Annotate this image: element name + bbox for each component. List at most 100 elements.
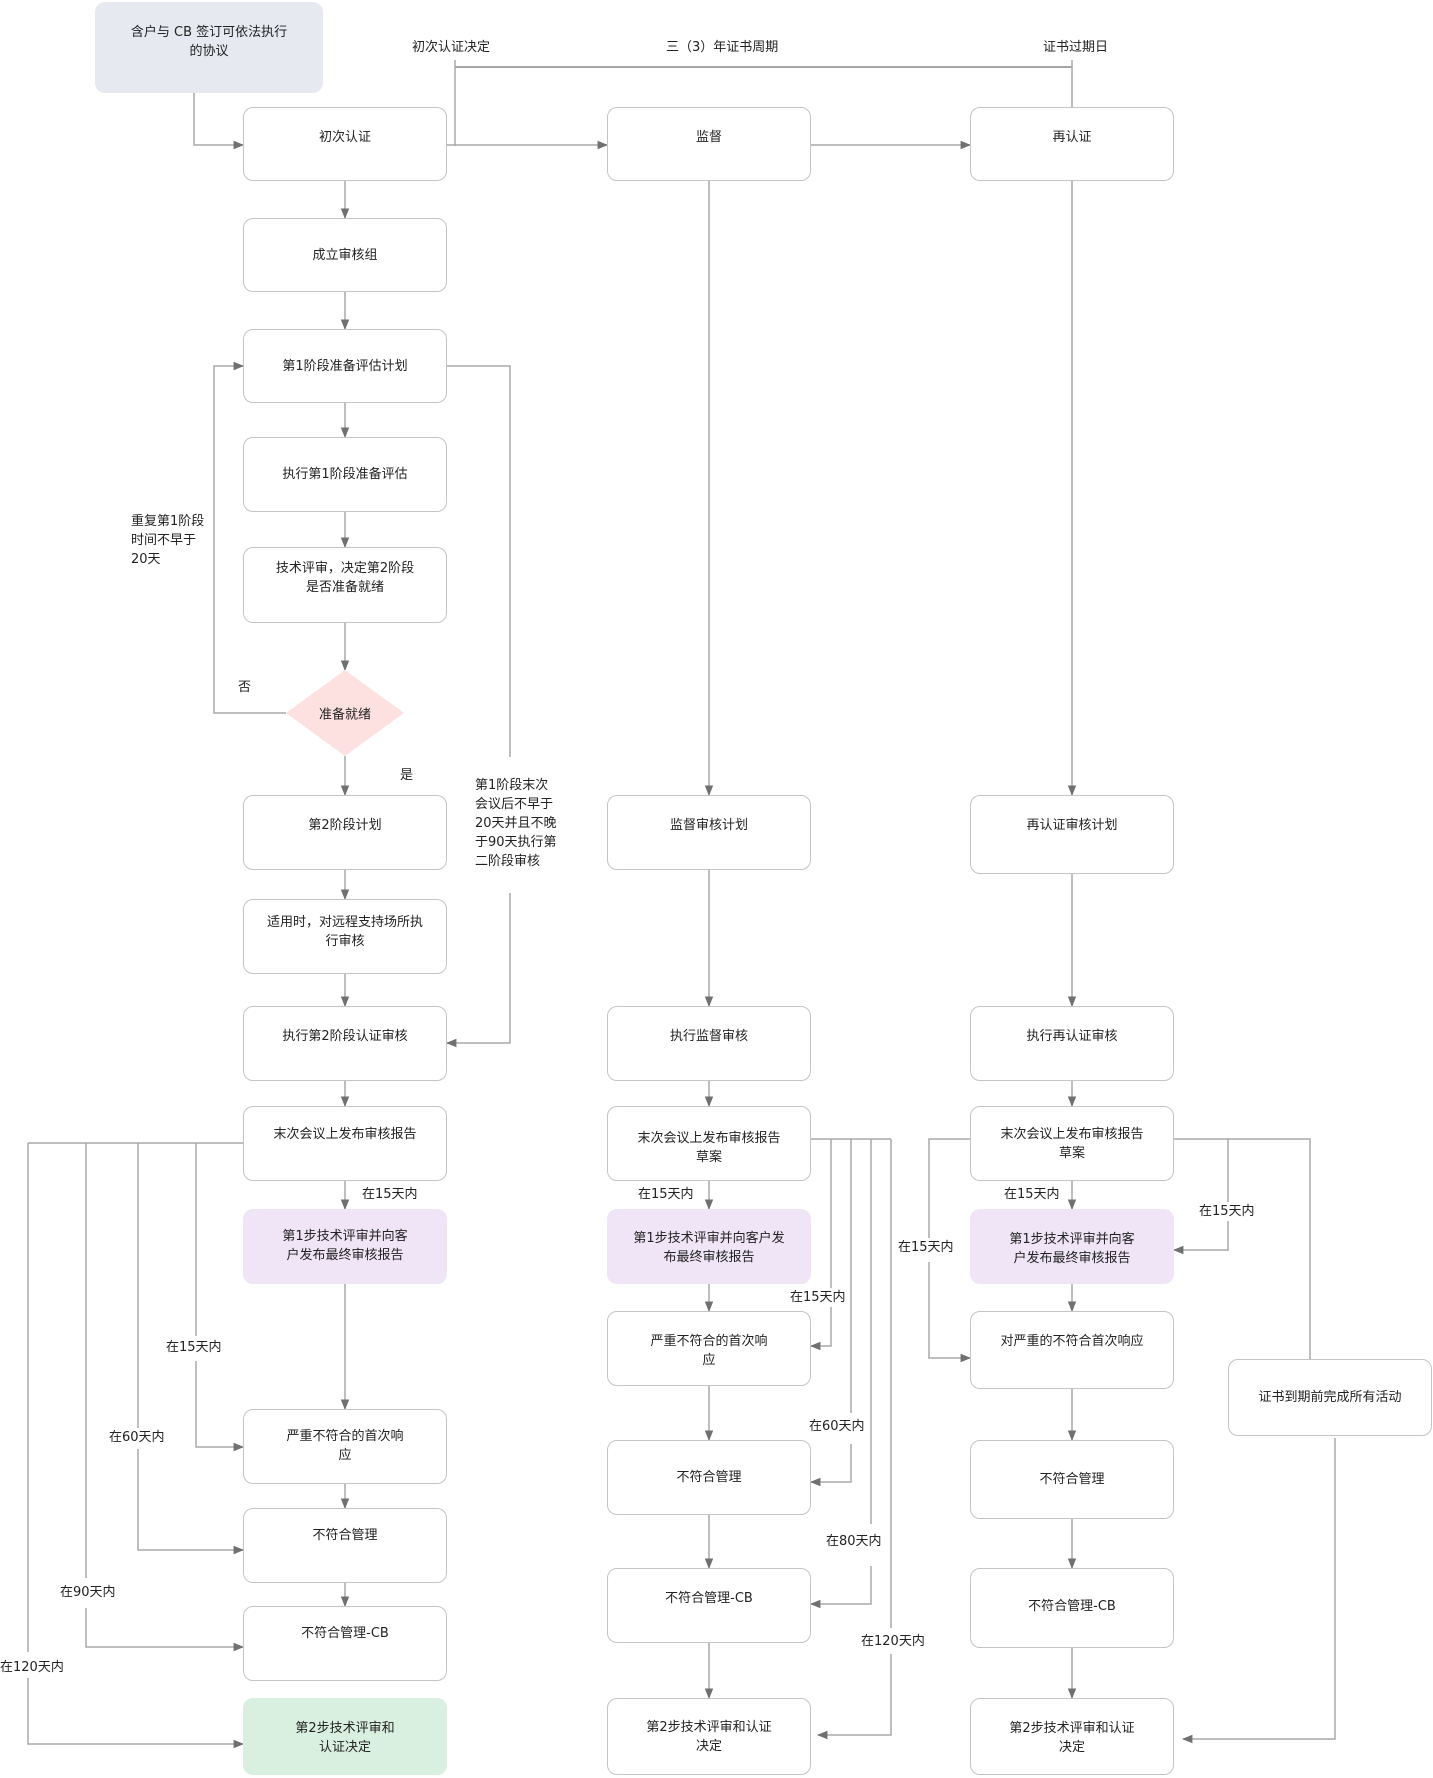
recert-major-nc-node[interactable]: 对严重的不符合首次响应 xyxy=(970,1311,1174,1389)
recert-plan-node[interactable]: 再认证审核计划 xyxy=(970,795,1174,874)
arrow-right-bus xyxy=(1174,1138,1311,1359)
node-text: 末次会议上发布审核报告 草案 xyxy=(1000,1127,1144,1161)
initial-cert-node[interactable]: 初次认证 xyxy=(243,107,447,181)
node-text: 不符合管理-CB xyxy=(665,1591,753,1606)
surveillance-step2-node[interactable]: 第2步技术评审和认证 决定 xyxy=(607,1698,811,1775)
step2-node[interactable]: 第2步技术评审和 认证决定 xyxy=(243,1698,447,1775)
arrow-mid-80b xyxy=(809,1566,872,1609)
closing-meeting-node[interactable]: 末次会议上发布审核报告 xyxy=(243,1106,447,1181)
arrow-right-left15b xyxy=(928,1262,972,1363)
node-text: 监督 xyxy=(695,130,722,145)
node-text: 对严重的不符合首次响应 xyxy=(1000,1334,1144,1349)
recert-nc-cb-node[interactable]: 不符合管理-CB xyxy=(970,1568,1174,1648)
timeline-label-expiry: 证书过期日 xyxy=(1043,40,1109,55)
agreement-node[interactable]: 含户与 CB 签订可依法执行 的协议 xyxy=(95,2,323,93)
node-text: 成立审核组 xyxy=(312,247,378,263)
repeat-stage1-note: 重复第1阶段 时间不早于 20天 xyxy=(131,514,205,567)
node-text: 第1步技术评审并向客 户发布最终审核报告 xyxy=(1009,1232,1135,1266)
major-nc-node[interactable]: 严重不符合的首次响 应 xyxy=(243,1409,447,1484)
surveillance-exec-node[interactable]: 执行监督审核 xyxy=(607,1006,811,1081)
node-text: 第2步技术评审和认证 决定 xyxy=(1009,1721,1135,1755)
nc-cb-node[interactable]: 不符合管理-CB xyxy=(243,1606,447,1681)
mid-within-15-label: 在15天内 xyxy=(638,1187,694,1202)
recert-node[interactable]: 再认证 xyxy=(970,107,1174,181)
arrow-right-left15 xyxy=(928,1138,970,1240)
node-text: 不符合管理-CB xyxy=(301,1626,389,1641)
recert-right-15-label: 在15天内 xyxy=(1199,1202,1255,1221)
surveillance-node[interactable]: 监督 xyxy=(607,107,811,181)
node-text: 执行监督审核 xyxy=(669,1029,748,1044)
node-text: 不符合管理 xyxy=(1039,1472,1105,1487)
recert-exec-node[interactable]: 执行再认证审核 xyxy=(970,1006,1174,1081)
node-text: 不符合管理 xyxy=(312,1528,378,1543)
node-text: 第2阶段计划 xyxy=(308,818,382,833)
node-text: 再认证 xyxy=(1052,130,1092,145)
arrow-left-90b xyxy=(85,1608,245,1652)
no-label: 否 xyxy=(238,680,252,695)
tech-review-node[interactable]: 技术评审，决定第2阶段 是否准备就绪 xyxy=(243,547,447,623)
node-text: 末次会议上发布审核报告 xyxy=(273,1127,417,1142)
node-text: 初次认证 xyxy=(318,130,371,145)
node-text: 第1步技术评审并向客户发 布最终审核报告 xyxy=(633,1231,785,1265)
node-text: 执行再认证审核 xyxy=(1026,1029,1118,1044)
form-team-node[interactable]: 成立审核组 xyxy=(243,218,447,292)
recert-nc-mgmt-node[interactable]: 不符合管理 xyxy=(970,1440,1174,1519)
node-text: 证书到期前完成所有活动 xyxy=(1258,1390,1402,1405)
recert-closing-node[interactable]: 末次会议上发布审核报告 草案 xyxy=(970,1106,1174,1181)
arrow-stage1-stage2 xyxy=(447,365,511,757)
surveillance-nc-cb-node[interactable]: 不符合管理-CB xyxy=(607,1568,811,1643)
stage1-plan-node[interactable]: 第1阶段准备评估计划 xyxy=(243,329,447,403)
left-branch-15-label: 在15天内 xyxy=(166,1338,222,1357)
node-text: 第1阶段准备评估计划 xyxy=(282,358,408,374)
node-text: 执行第1阶段准备评估 xyxy=(282,467,408,482)
node-text: 第2步技术评审和 认证决定 xyxy=(295,1721,395,1755)
nc-mgmt-node[interactable]: 不符合管理 xyxy=(243,1508,447,1583)
arrow-no-loop xyxy=(213,361,286,714)
node-text: 不符合管理 xyxy=(676,1470,742,1485)
left-branch-90-label: 在90天内 xyxy=(60,1583,116,1602)
before-expiry-node[interactable]: 证书到期前完成所有活动 xyxy=(1228,1359,1432,1436)
node-text: 严重不符合的首次响 应 xyxy=(650,1334,768,1368)
node-text: 末次会议上发布审核报告 草案 xyxy=(637,1131,781,1165)
arrow-left-60b xyxy=(137,1449,245,1555)
stage2-plan-node[interactable]: 第2阶段计划 xyxy=(243,795,447,870)
mid-branch-80-label: 在80天内 xyxy=(826,1532,882,1551)
mid-branch-15-label: 在15天内 xyxy=(790,1288,846,1307)
node-text: 不符合管理-CB xyxy=(1028,1599,1116,1614)
stage2-window-note: 第1阶段末次 会议后不早于 20天并且不晚 于90天执行第 二阶段审核 xyxy=(475,776,557,871)
node-text: 第1步技术评审并向客 户发布最终审核报告 xyxy=(282,1229,408,1263)
surveillance-step1-node[interactable]: 第1步技术评审并向客户发 布最终审核报告 xyxy=(607,1209,811,1284)
surveillance-nc-mgmt-node[interactable]: 不符合管理 xyxy=(607,1440,811,1515)
surveillance-major-nc-node[interactable]: 严重不符合的首次响 应 xyxy=(607,1311,811,1386)
step1-node[interactable]: 第1步技术评审并向客 户发布最终审核报告 xyxy=(243,1209,447,1284)
recert-step1-node[interactable]: 第1步技术评审并向客 户发布最终审核报告 xyxy=(970,1209,1174,1284)
timeline-label-cycle: 三（3）年证书周期 xyxy=(666,40,779,55)
arrow-left-15b xyxy=(195,1361,245,1452)
node-text: 适用时，对远程支持场所执 行审核 xyxy=(266,915,423,949)
arrow-right-15b xyxy=(1172,1221,1229,1255)
arrow-mid-120b xyxy=(816,1654,892,1740)
remote-site-node[interactable]: 适用时，对远程支持场所执 行审核 xyxy=(243,899,447,974)
recert-step2-node[interactable]: 第2步技术评审和认证 决定 xyxy=(970,1698,1174,1775)
arrow-mid-15 xyxy=(809,1139,832,1351)
arrow-stage1-stage2b xyxy=(445,893,511,1048)
node-text: 技术评审，决定第2阶段 是否准备就绪 xyxy=(275,561,415,595)
surveillance-plan-node[interactable]: 监督审核计划 xyxy=(607,795,811,870)
node-text: 监督审核计划 xyxy=(669,818,748,833)
mid-branch-120-label: 在120天内 xyxy=(861,1632,925,1651)
node-text: 严重不符合的首次响 应 xyxy=(286,1429,404,1463)
node-text: 执行第2阶段认证审核 xyxy=(282,1029,408,1044)
decision-diamond xyxy=(286,670,404,756)
timeline-label-initial-decision: 初次认证决定 xyxy=(412,40,491,55)
stage2-exec-node[interactable]: 执行第2阶段认证审核 xyxy=(243,1006,447,1081)
left-branch-120-label: 在120天内 xyxy=(0,1658,64,1677)
recert-within-15-label: 在15天内 xyxy=(1004,1187,1060,1202)
arrow-agreement-initial xyxy=(193,93,245,150)
arrow-left-120b xyxy=(27,1678,245,1749)
surveillance-closing-node[interactable]: 末次会议上发布审核报告 草案 xyxy=(607,1106,811,1181)
stage1-exec-node[interactable]: 执行第1阶段准备评估 xyxy=(243,437,447,512)
arrow-expiry-step2 xyxy=(1181,1438,1336,1744)
node-text: 再认证审核计划 xyxy=(1026,818,1118,833)
left-branch-60-label: 在60天内 xyxy=(109,1428,165,1447)
